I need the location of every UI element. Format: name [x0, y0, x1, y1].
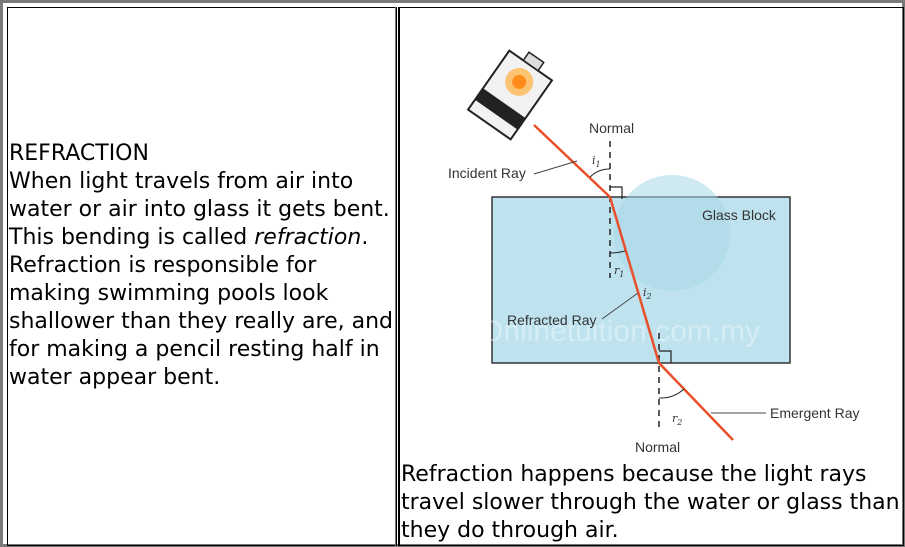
paragraph-part-2: . Refraction is responsible for making s…: [9, 225, 394, 390]
label-i1: i1: [592, 154, 601, 169]
refraction-text: REFRACTION When light travels from air i…: [9, 140, 394, 392]
angle-arc-r2: [658, 388, 685, 399]
diagram-cell: Onlinetuition.com.my: [399, 7, 904, 546]
label-i2: i2: [643, 286, 652, 301]
label-r1: r1: [614, 264, 624, 279]
paragraph: When light travels from air into water o…: [9, 168, 394, 392]
caption-text: Refraction happens because the light ray…: [401, 461, 901, 545]
cell-divider: [395, 7, 396, 546]
label-normal-bottom: Normal: [635, 439, 680, 455]
caption: Refraction happens because the light ray…: [401, 462, 900, 543]
paragraph-italic-term: refraction: [254, 225, 362, 250]
leader-incident: [533, 160, 578, 175]
angle-arc-r1: [609, 250, 626, 254]
torch-band: [474, 88, 526, 130]
incident-ray: [533, 124, 611, 198]
paragraph-part-1: When light travels from air into water o…: [9, 169, 390, 250]
label-r2: r2: [672, 412, 682, 427]
label-refracted-ray: Refracted Ray: [507, 312, 596, 328]
label-incident-ray: Incident Ray: [448, 165, 526, 181]
bulb: [512, 74, 527, 89]
cell-divider-inner: [398, 7, 399, 546]
emergent-ray: [658, 362, 734, 441]
text-cell: REFRACTION When light travels from air i…: [7, 7, 397, 546]
label-emergent-ray: Emergent Ray: [770, 405, 859, 421]
refracted-ray: [608, 196, 661, 364]
refraction-diagram: Onlinetuition.com.my: [448, 49, 859, 455]
watermark-logo: [614, 175, 730, 291]
label-glass-block: Glass Block: [702, 207, 777, 223]
leader-refracted: [601, 292, 639, 320]
right-angle-mark-top: [610, 186, 623, 199]
torch-cap: [522, 51, 545, 72]
right-angle-mark-bottom: [659, 350, 672, 363]
angle-arc-i1: [589, 168, 611, 178]
light-source: [466, 49, 554, 141]
watermark-text: Onlinetuition.com.my: [480, 315, 760, 348]
label-normal-top: Normal: [589, 120, 634, 136]
heading: REFRACTION: [9, 141, 149, 166]
